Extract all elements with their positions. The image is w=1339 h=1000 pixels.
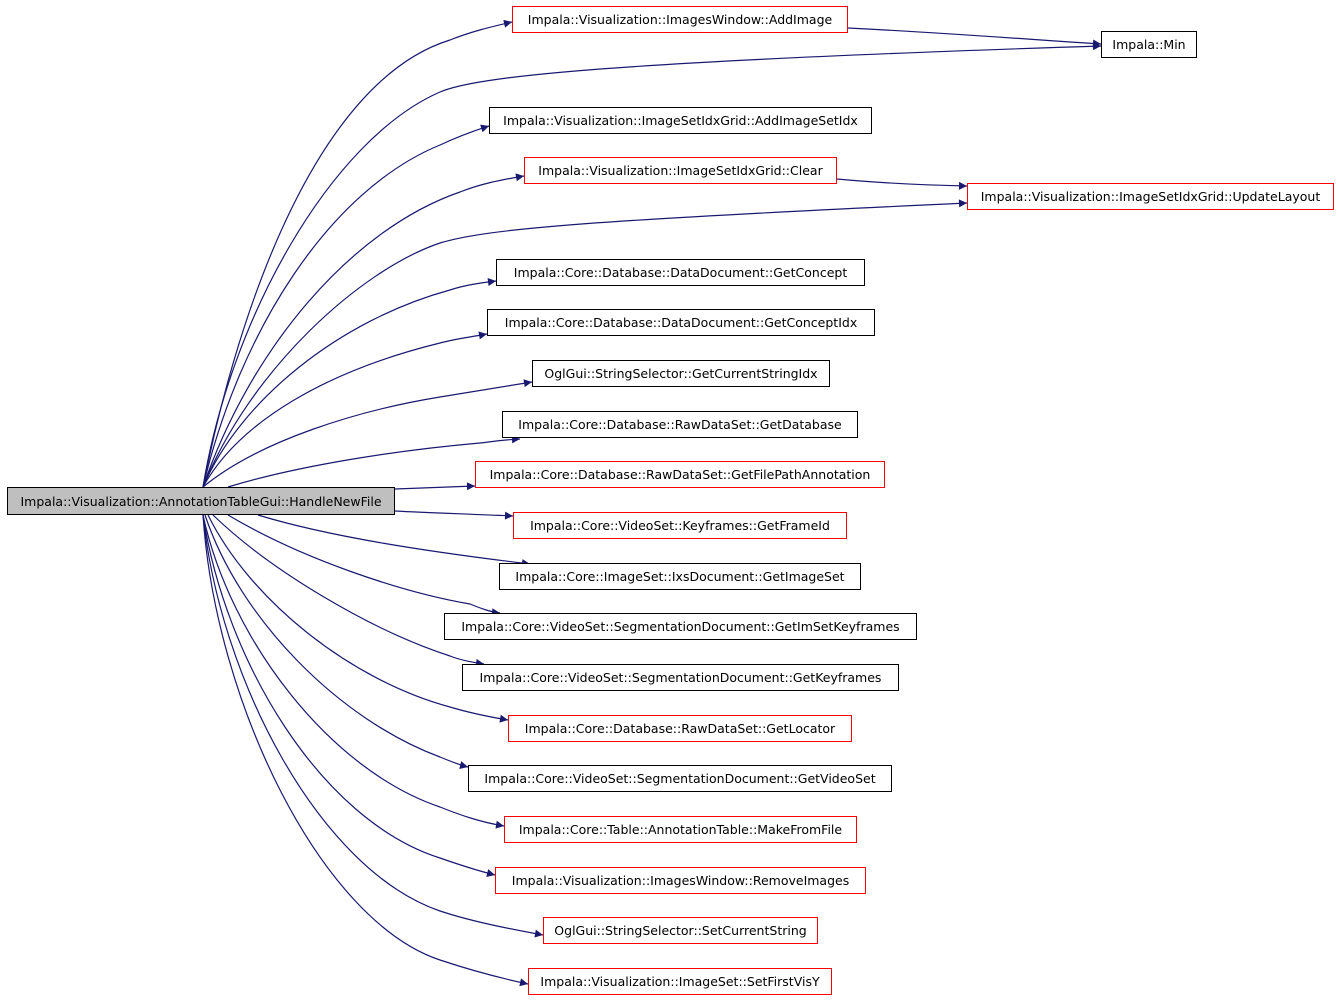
node-add-image-set-idx[interactable]: Impala::Visualization::ImageSetIdxGrid::… [489,107,872,134]
edge-root-to-makefromfile [202,514,505,829]
edge-root-to-getvideoset [204,514,469,769]
edge-root-to-getkeyframes [212,514,485,667]
node-update-layout[interactable]: Impala::Visualization::ImageSetIdxGrid::… [967,183,1334,210]
edge-root-to-getdatabase [227,435,521,488]
edge-root-to-addimage [202,19,513,488]
node-get-concept[interactable]: Impala::Core::Database::DataDocument::Ge… [496,259,865,286]
edge-addimage-to-min [847,27,1102,48]
node-get-keyframes[interactable]: Impala::Core::VideoSet::SegmentationDocu… [462,664,899,691]
node-make-from-file[interactable]: Impala::Core::Table::AnnotationTable::Ma… [504,816,857,843]
node-set-current-string[interactable]: OglGui::StringSelector::SetCurrentString [543,917,818,944]
edge-root-to-addimagesetidx [202,124,490,488]
node-min[interactable]: Impala::Min [1101,31,1197,58]
edge-root-to-setfirstvisy [202,514,529,987]
edge-root-to-updatelayout [202,199,968,488]
node-clear[interactable]: Impala::Visualization::ImageSetIdxGrid::… [524,157,837,184]
node-get-database[interactable]: Impala::Core::Database::RawDataSet::GetD… [502,411,858,438]
edge-root-to-getframeid [394,510,514,520]
edge-root-to-removeimages [202,514,496,877]
edge-root-to-setcurrentstring [202,514,544,938]
edge-clear-to-updatelayout [836,178,968,190]
edge-root-to-getimageset [257,514,531,568]
node-get-frame-id[interactable]: Impala::Core::VideoSet::Keyframes::GetFr… [513,512,847,539]
node-get-concept-idx[interactable]: Impala::Core::Database::DataDocument::Ge… [487,309,875,336]
node-get-locator[interactable]: Impala::Core::Database::RawDataSet::GetL… [508,715,852,742]
node-get-image-set[interactable]: Impala::Core::ImageSet::IxsDocument::Get… [499,563,861,590]
edge-root-to-getconceptidx [202,331,488,488]
edge-root-to-getimsetkeyframes [227,514,501,617]
edge-root-to-clear [202,173,525,488]
root-function-node[interactable]: Impala::Visualization::AnnotationTableGu… [7,487,395,515]
edge-root-to-getconcept [202,278,497,488]
node-remove-images[interactable]: Impala::Visualization::ImagesWindow::Rem… [495,867,866,894]
node-get-im-set-keyframes[interactable]: Impala::Core::VideoSet::SegmentationDocu… [444,613,917,640]
edge-root-to-min [202,42,1102,488]
edge-root-to-getcurrentstringidx [202,379,533,488]
node-get-current-string-idx[interactable]: OglGui::StringSelector::GetCurrentString… [532,360,830,387]
edge-root-to-getlocator [207,514,509,723]
node-add-image[interactable]: Impala::Visualization::ImagesWindow::Add… [512,6,848,33]
node-set-first-vis-y[interactable]: Impala::Visualization::ImageSet::SetFirs… [528,968,832,995]
edge-root-to-getfilepathannotation [394,482,476,491]
node-get-video-set[interactable]: Impala::Core::VideoSet::SegmentationDocu… [468,765,892,792]
node-get-file-path-annotation[interactable]: Impala::Core::Database::RawDataSet::GetF… [475,461,885,488]
